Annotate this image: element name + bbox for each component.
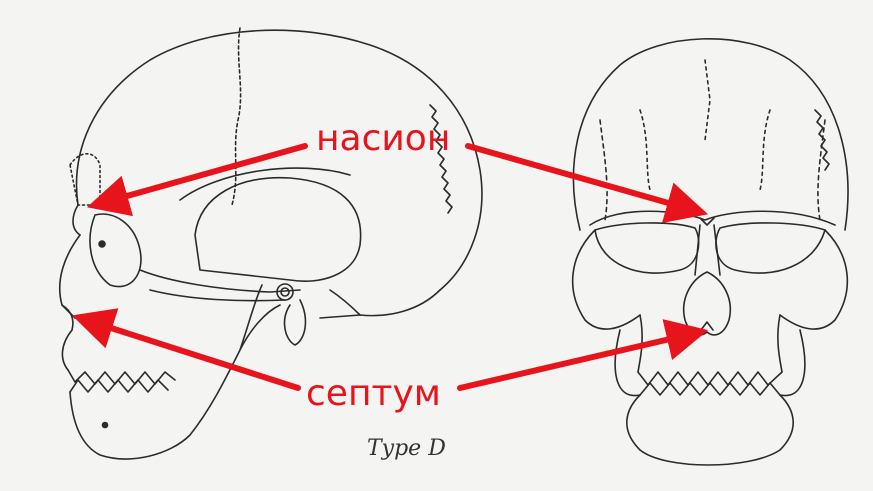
label-septum: септум	[306, 373, 441, 414]
label-nasion: насион	[316, 118, 450, 159]
figure-caption: Type D	[367, 436, 446, 461]
